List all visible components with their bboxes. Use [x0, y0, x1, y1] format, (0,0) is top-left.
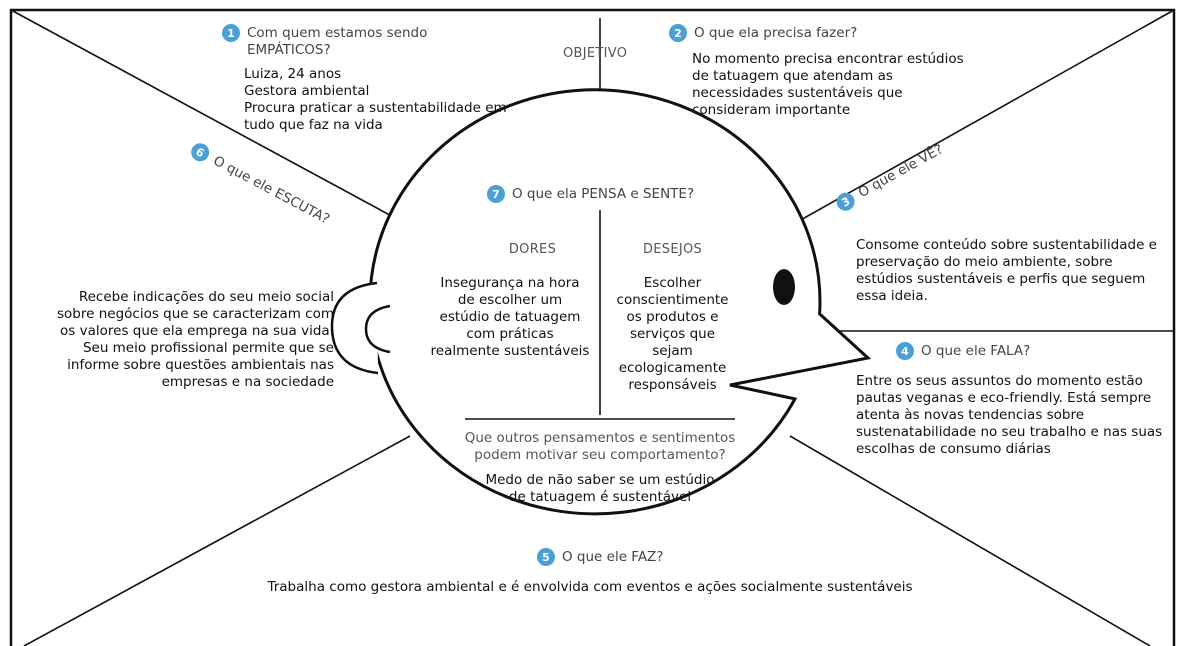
hear-line: os valores que ela emprega na sua vida. — [60, 323, 334, 339]
say-line: escolhas de consumo diárias — [856, 441, 1051, 457]
pains-line: de escolher um — [457, 292, 563, 308]
section-need-heading: 2 O que ela precisa fazer? — [669, 24, 858, 42]
who-line: Luiza, 24 anos — [244, 66, 342, 82]
gains-line: Escolher — [643, 275, 702, 291]
gains-line: sejam — [652, 343, 693, 359]
other-thoughts-question: Que outros pensamentos e sentimentos pod… — [420, 430, 780, 464]
other-thoughts-answer: Medo de não saber se um estúdio de tatua… — [420, 472, 780, 506]
diagonal-bottom-right — [789, 435, 1151, 646]
say-line: sustenatabilidade no seu trabalho e nas … — [856, 424, 1163, 440]
ear-outer — [330, 281, 379, 375]
pains-line: realmente sustentáveis — [430, 343, 590, 359]
hear-line: Seu meio profissional permite que se — [82, 340, 334, 356]
answer-line: de tatuagem é sustentável — [508, 489, 692, 505]
see-line: preservação do meio ambiente, sobre — [856, 254, 1113, 270]
hear-line: informe sobre questões ambientais nas — [67, 357, 334, 373]
section-do-heading: 5 O que ele FAZ? — [537, 548, 664, 566]
section-do-body: Trabalha como gestora ambiental e é envo… — [267, 579, 913, 595]
section-need-body: No momento precisa encontrar estúdios de… — [692, 51, 964, 119]
ear-inner — [364, 304, 391, 354]
section-who-title-line-2: EMPÁTICOS? — [247, 42, 331, 58]
objective-label: OBJETIVO — [563, 46, 628, 61]
see-line: estúdios sustentáveis e perfis que segue… — [856, 271, 1146, 287]
who-line: tudo que faz na vida — [244, 117, 383, 133]
hear-line: sobre negócios que se caracterizam com — [57, 306, 334, 322]
frame — [9, 8, 1176, 646]
eye — [773, 269, 795, 305]
number-badge-1: 1 — [222, 24, 240, 42]
pains-label: DORES — [508, 242, 557, 257]
number-badge-7: 7 — [487, 185, 505, 203]
hear-line: Recebe indicações do seu meio social — [78, 289, 334, 305]
gains-line: ecologicamente — [618, 360, 727, 376]
section-say-title: O que ele FALA? — [921, 343, 1031, 359]
who-line: Procura praticar a sustentabilidade em — [244, 100, 507, 116]
section-think-heading: 7 O que ela PENSA e SENTE? — [487, 185, 695, 203]
gains-label: DESEJOS — [642, 242, 703, 257]
gains-line: serviços que — [629, 326, 716, 342]
say-line: Entre os seus assuntos do momento estão — [856, 373, 1143, 389]
pains-body: Insegurança na hora de escolher um estúd… — [420, 275, 600, 360]
section-who-body: Luiza, 24 anos Gestora ambiental Procura… — [244, 66, 507, 134]
pains-line: estúdio de tatuagem — [439, 309, 581, 325]
section-hear-body: Recebe indicações do seu meio social sob… — [57, 289, 334, 391]
question-line: podem motivar seu comportamento? — [474, 447, 726, 463]
section-see-body: Consome conteúdo sobre sustentabilidade … — [856, 237, 1157, 305]
number-badge-2: 2 — [669, 24, 687, 42]
section-say-heading: 4 O que ele FALA? — [896, 342, 1031, 360]
need-line: de tatuagem que atendam as — [692, 68, 893, 84]
say-line: atenta às novas tendencias sobre — [856, 407, 1085, 423]
section-do-title: O que ele FAZ? — [562, 549, 664, 565]
need-line: consideram importante — [692, 102, 851, 118]
pains-line: Insegurança na hora — [440, 275, 580, 291]
number-badge-5: 5 — [537, 548, 555, 566]
gains-body: Escolher conscientimente os produtos e s… — [605, 275, 740, 394]
pains-line: com práticas — [466, 326, 554, 342]
gains-line: responsáveis — [628, 377, 717, 393]
say-line: pautas veganas e eco-friendly. Está semp… — [856, 390, 1152, 406]
gains-line: conscientimente — [616, 292, 729, 308]
section-need-title: O que ela precisa fazer? — [694, 25, 858, 41]
diagonal-top-right — [789, 9, 1175, 227]
gains-line: os produtos e — [626, 309, 719, 325]
diagonal-top-left — [10, 9, 411, 227]
diagonal-bottom-left — [23, 435, 411, 646]
question-line: Que outros pensamentos e sentimentos — [464, 430, 736, 446]
see-line: Consome conteúdo sobre sustentabilidade … — [856, 237, 1157, 253]
section-who-heading: 1 Com quem estamos sendo EMPÁTICOS? — [222, 24, 428, 59]
number-badge-4: 4 — [896, 342, 914, 360]
who-line: Gestora ambiental — [244, 83, 370, 99]
hear-line: empresas e na sociedade — [161, 374, 334, 390]
see-line: essa ideia. — [856, 288, 928, 304]
section-say-body: Entre os seus assuntos do momento estão … — [856, 373, 1162, 458]
need-line: necessidades sustentáveis que — [692, 85, 903, 101]
need-line: No momento precisa encontrar estúdios — [692, 51, 964, 67]
answer-line: Medo de não saber se um estúdio — [485, 472, 715, 488]
section-who-title-line-1: Com quem estamos sendo — [247, 25, 428, 41]
section-think-title: O que ela PENSA e SENTE? — [512, 186, 695, 202]
